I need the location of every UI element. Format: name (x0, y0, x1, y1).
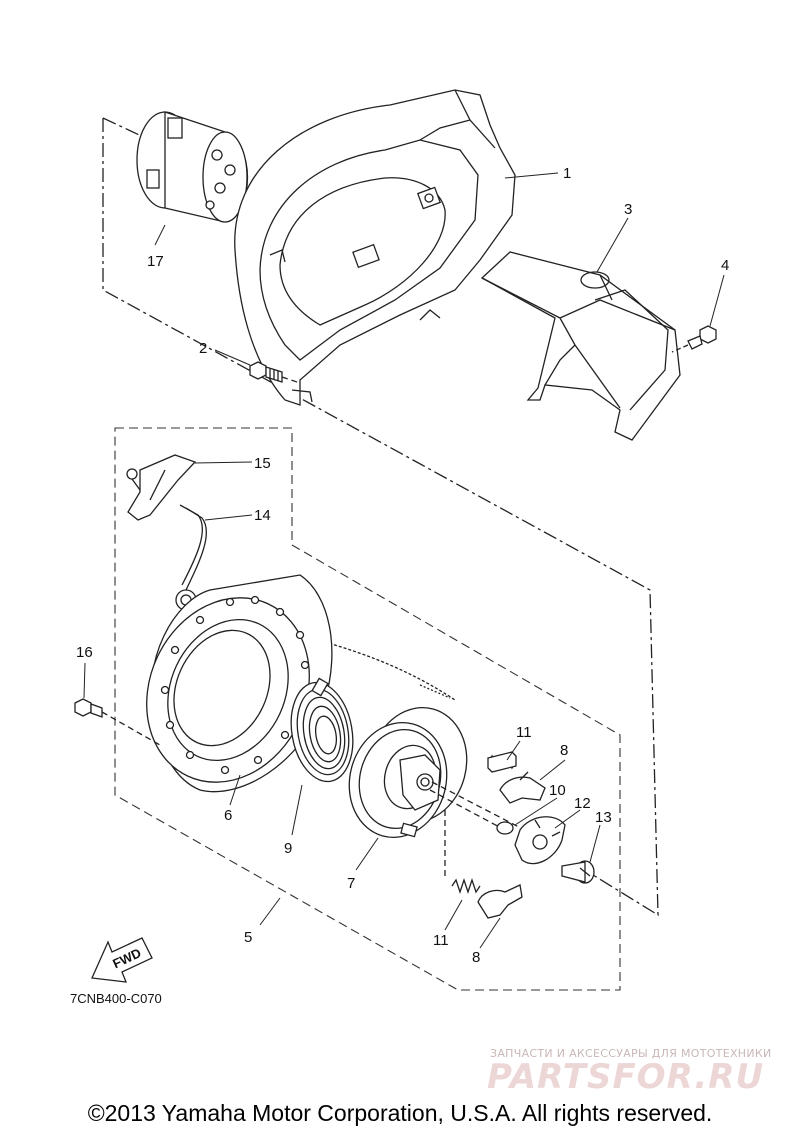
part-6-starter-case (146, 574, 333, 793)
label-part-8-upper: 8 (560, 742, 568, 759)
diagram-code: 7CNB400-C070 (70, 991, 162, 1006)
copyright-notice: ©2013 Yamaha Motor Corporation, U.S.A. A… (87, 1100, 713, 1126)
label-part-5: 5 (244, 929, 252, 946)
part-17-cup (136, 111, 249, 223)
label-part-6: 6 (224, 807, 232, 824)
part-10-clip (496, 821, 514, 835)
part-8-pawl-upper (499, 771, 546, 804)
label-part-10: 10 (549, 782, 566, 799)
label-part-8-lower: 8 (472, 949, 480, 966)
label-part-9: 9 (284, 840, 292, 857)
label-part-16: 16 (76, 644, 93, 661)
part-1-fan-housing (234, 89, 516, 406)
watermark: ЗАПЧАСТИ И АКСЕССУАРЫ ДЛЯ МОТОТЕХНИКИ PA… (487, 1047, 772, 1097)
part-2-bolt (249, 361, 301, 384)
label-part-14: 14 (254, 507, 271, 524)
part-4-screw (671, 325, 717, 353)
part-7-sheave-drum (348, 706, 468, 839)
part-11-spring-lower (451, 877, 481, 895)
label-part-11-upper: 11 (516, 724, 532, 741)
watermark-brand: PARTSFOR.RU (487, 1057, 764, 1097)
label-part-3: 3 (624, 201, 632, 218)
label-part-15: 15 (254, 455, 271, 472)
label-part-17: 17 (147, 253, 164, 270)
part-labels: 1 3 4 2 17 15 14 16 6 9 7 11 8 10 12 13 … (76, 165, 729, 966)
fwd-arrow-icon: FWD (91, 937, 153, 983)
label-part-12: 12 (574, 795, 591, 812)
part-12-ratchet-plate (514, 816, 566, 865)
label-part-4: 4 (721, 257, 729, 274)
part-15-handle (126, 454, 197, 521)
label-part-1: 1 (563, 165, 571, 182)
leader-lines (83, 172, 725, 949)
case-bolt-holes (160, 595, 310, 775)
part-8-pawl-lower (477, 884, 523, 919)
part-3-air-guide (480, 251, 681, 441)
part-5-assembly-outline (114, 427, 621, 991)
part-13-screw (561, 860, 595, 884)
part-16-bolt (74, 698, 161, 746)
label-part-11-lower: 11 (433, 932, 449, 949)
label-part-7: 7 (347, 875, 355, 892)
part-11-spring-upper (487, 751, 517, 773)
label-part-13: 13 (595, 809, 612, 826)
label-part-2: 2 (199, 340, 207, 357)
part-9-spring (290, 677, 354, 783)
watermark-tagline: ЗАПЧАСТИ И АКСЕССУАРЫ ДЛЯ МОТОТЕХНИКИ (490, 1047, 772, 1060)
